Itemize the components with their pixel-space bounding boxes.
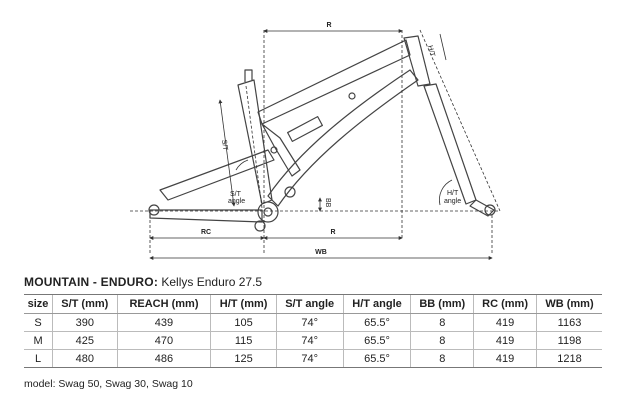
head-tube-length-label: H/T bbox=[426, 45, 436, 58]
col-st-header: S/T (mm) bbox=[52, 294, 117, 314]
table-cell: 105 bbox=[210, 313, 277, 332]
table-cell: 390 bbox=[52, 313, 117, 332]
table-cell: 8 bbox=[410, 313, 474, 332]
col-rc-header: RC (mm) bbox=[473, 294, 537, 314]
table-cell: 425 bbox=[52, 331, 117, 350]
frame-geometry-diagram: R H/T S/T S/T angle H/T angle BB RC R WB bbox=[130, 22, 501, 260]
table-cell: 1163 bbox=[536, 313, 602, 332]
col-ht-header: H/T (mm) bbox=[210, 294, 277, 314]
table-cell: 8 bbox=[410, 331, 474, 350]
col-wb-header: WB (mm) bbox=[536, 294, 602, 314]
head-tube-angle-label-2: angle bbox=[444, 198, 461, 205]
col-reach-header: REACH (mm) bbox=[116, 294, 211, 314]
table-cell: 480 bbox=[52, 349, 117, 368]
table-row: S 390 439 105 74° 65.5° 8 419 1163 bbox=[24, 313, 602, 332]
table-cell: L bbox=[24, 349, 53, 368]
model-name: Kellys Enduro 27.5 bbox=[161, 275, 263, 289]
compatible-models: model: Swag 50, Swag 30, Swag 10 bbox=[24, 378, 193, 390]
col-ht-angle-header: H/T angle bbox=[342, 294, 411, 314]
col-bb-header: BB (mm) bbox=[410, 294, 474, 314]
col-size-header: size bbox=[24, 294, 53, 314]
seat-tube-length-label: S/T bbox=[220, 139, 229, 151]
table-cell: 419 bbox=[473, 331, 537, 350]
geometry-table: size S/T (mm) REACH (mm) H/T (mm) S/T an… bbox=[24, 294, 602, 368]
reach-top-label: R bbox=[326, 22, 331, 29]
table-cell: 125 bbox=[210, 349, 277, 368]
table-cell: 65.5° bbox=[342, 331, 411, 350]
table-cell: 486 bbox=[116, 349, 211, 368]
rear-center-label: RC bbox=[201, 229, 211, 236]
table-cell: 74° bbox=[275, 331, 344, 350]
table-cell: 1218 bbox=[536, 349, 602, 368]
table-cell: 470 bbox=[116, 331, 211, 350]
table-cell: 115 bbox=[210, 331, 277, 350]
head-tube-angle-label: H/T bbox=[447, 190, 459, 197]
bike-frame bbox=[148, 35, 496, 232]
table-row: M 425 470 115 74° 65.5° 8 419 1198 bbox=[24, 331, 602, 350]
category-label: MOUNTAIN - ENDURO: bbox=[24, 275, 159, 289]
table-cell: 1198 bbox=[536, 331, 602, 350]
table-cell: M bbox=[24, 331, 53, 350]
table-cell: 74° bbox=[275, 313, 344, 332]
bb-drop-label: BB bbox=[324, 198, 331, 208]
seat-tube-angle-label-2: angle bbox=[228, 198, 245, 205]
table-cell: 419 bbox=[473, 313, 537, 332]
table-cell: 8 bbox=[410, 349, 474, 368]
table-cell: S bbox=[24, 313, 53, 332]
table-cell: 439 bbox=[116, 313, 211, 332]
table-cell: 65.5° bbox=[342, 349, 411, 368]
col-st-angle-header: S/T angle bbox=[275, 294, 344, 314]
table-cell: 65.5° bbox=[342, 313, 411, 332]
table-cell: 74° bbox=[275, 349, 344, 368]
table-row: L 480 486 125 74° 65.5° 8 419 1218 bbox=[24, 349, 602, 368]
reach-bottom-label: R bbox=[330, 229, 335, 236]
seat-tube-angle-label: S/T bbox=[230, 191, 242, 198]
dimension-lines bbox=[149, 29, 493, 260]
geometry-title: MOUNTAIN - ENDURO: Kellys Enduro 27.5 bbox=[24, 275, 262, 289]
table-cell: 419 bbox=[473, 349, 537, 368]
table-header-row: size S/T (mm) REACH (mm) H/T (mm) S/T an… bbox=[24, 294, 602, 314]
reference-lines bbox=[130, 29, 501, 255]
wheelbase-label: WB bbox=[315, 249, 327, 256]
